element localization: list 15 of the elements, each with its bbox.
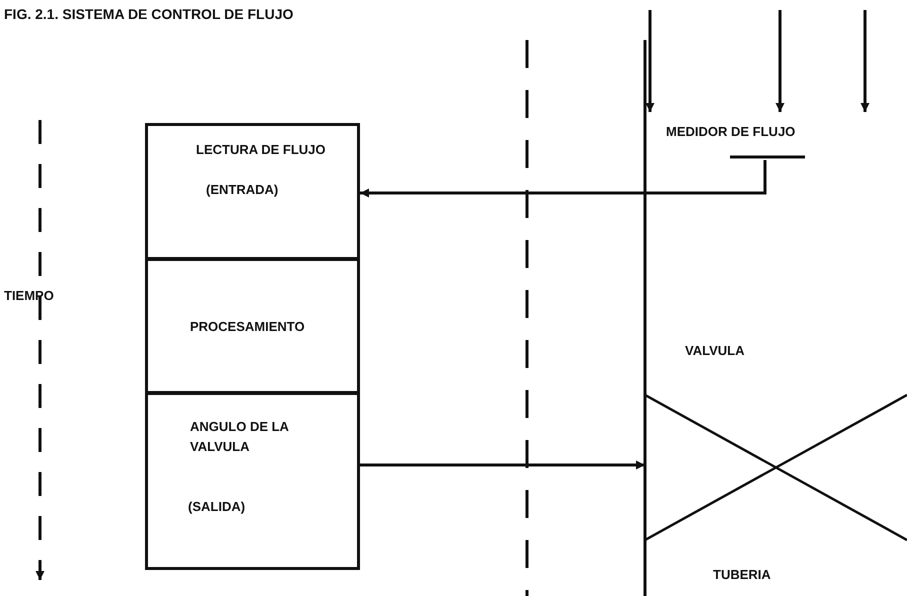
node-text: ANGULO DE LA VALVULA <box>190 418 290 456</box>
text-label: TIEMPO <box>4 288 54 303</box>
node-text: (SALIDA) <box>188 498 246 516</box>
process-box <box>145 258 360 394</box>
process-box <box>145 392 360 570</box>
node-text: PROCESAMIENTO <box>190 318 306 336</box>
arrow <box>360 160 766 198</box>
text-label: TUBERIA <box>713 567 771 582</box>
node-text: VALVULA <box>685 343 744 358</box>
process-box <box>145 123 360 260</box>
node-text: (ENTRADA) <box>206 181 280 199</box>
node-text: MEDIDOR DE FLUJO <box>666 124 796 139</box>
node-text: LECTURA DE FLUJO <box>196 141 326 159</box>
figure-title: FIG. 2.1. SISTEMA DE CONTROL DE FLUJO <box>4 6 294 22</box>
arrow <box>360 460 645 470</box>
